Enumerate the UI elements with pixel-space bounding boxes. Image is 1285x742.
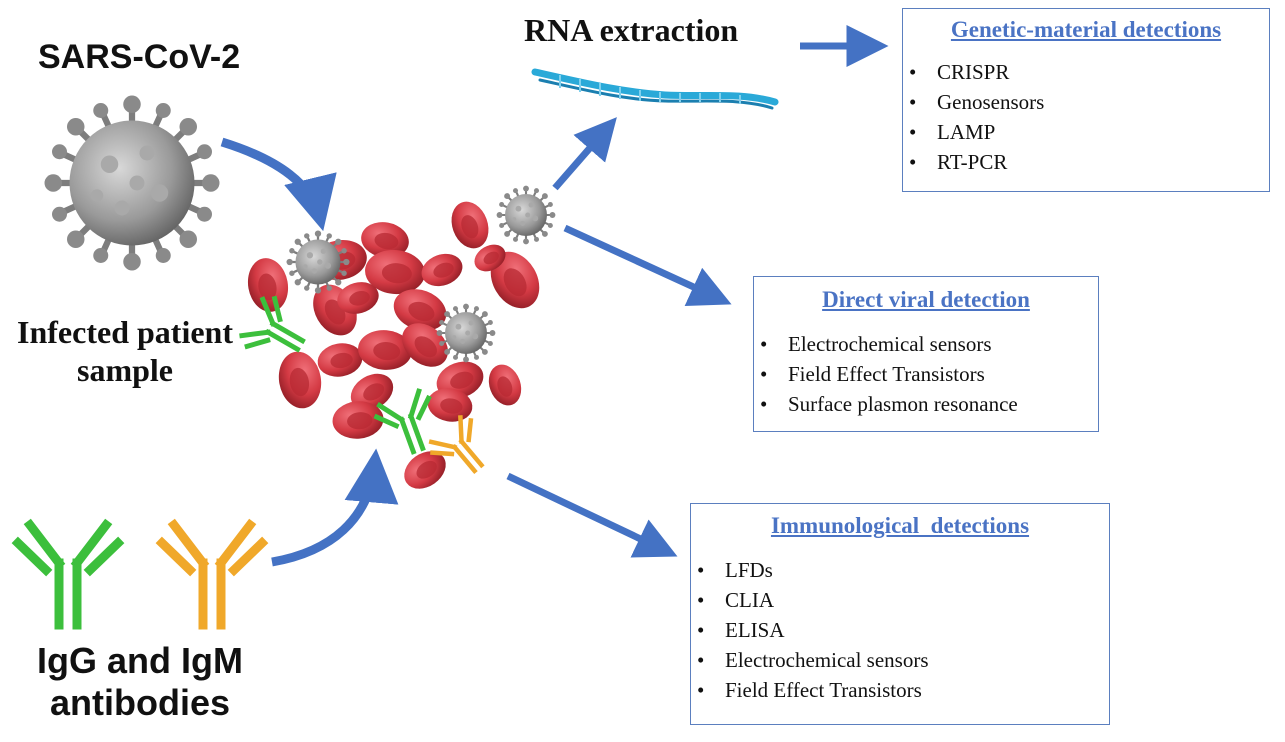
virus-icon	[435, 302, 497, 364]
sample-label-line1: Infected patient	[17, 314, 233, 350]
rna-label: RNA extraction	[524, 12, 739, 48]
direct-detection-box: Direct viral detection Electrochemical s…	[753, 276, 1099, 432]
arrow-to-direct	[563, 224, 732, 306]
virus-icon	[285, 229, 351, 295]
igm-antibody-icon	[162, 525, 262, 625]
list-item: RT-PCR	[903, 147, 1269, 177]
list-item: Electrochemical sensors	[691, 645, 1109, 675]
virus-icon	[45, 96, 220, 271]
list-item: CRISPR	[903, 57, 1269, 87]
list-item: ELISA	[691, 615, 1109, 645]
arrow-to-rna	[552, 117, 617, 191]
curved-arrow	[220, 137, 337, 232]
immuno-detection-box: Immunological detections LFDs CLIA ELISA…	[690, 503, 1110, 725]
sample-label-line2: sample	[77, 352, 173, 388]
antibodies-label: IgG and IgM antibodies	[20, 640, 260, 724]
list-item: Electrochemical sensors	[754, 329, 1098, 359]
list-item: Field Effect Transistors	[754, 359, 1098, 389]
list-item: CLIA	[691, 585, 1109, 615]
list-item: Field Effect Transistors	[691, 675, 1109, 705]
list-item: LAMP	[903, 117, 1269, 147]
list-item: Surface plasmon resonance	[754, 389, 1098, 419]
list-item: LFDs	[691, 555, 1109, 585]
genetic-detection-title: Genetic-material detections	[950, 17, 1222, 42]
sample-label: Infected patient sample	[5, 313, 245, 389]
rna-strand-icon	[531, 68, 779, 110]
arrow-to-immuno	[506, 472, 678, 558]
igg-antibody-icon	[18, 525, 118, 625]
antibodies-label-line2: antibodies	[49, 682, 231, 723]
virus-label: SARS-CoV-2	[38, 38, 241, 76]
list-item: Genosensors	[903, 87, 1269, 117]
antibodies-label-line1: IgG and IgM	[37, 640, 243, 681]
genetic-detection-box: Genetic-material detections CRISPR Genos…	[902, 8, 1270, 192]
direct-detection-title: Direct viral detection	[822, 287, 1030, 312]
immuno-detection-title: Immunological detections	[770, 513, 1030, 538]
curved-arrow	[271, 448, 399, 567]
virus-icon	[495, 184, 557, 246]
